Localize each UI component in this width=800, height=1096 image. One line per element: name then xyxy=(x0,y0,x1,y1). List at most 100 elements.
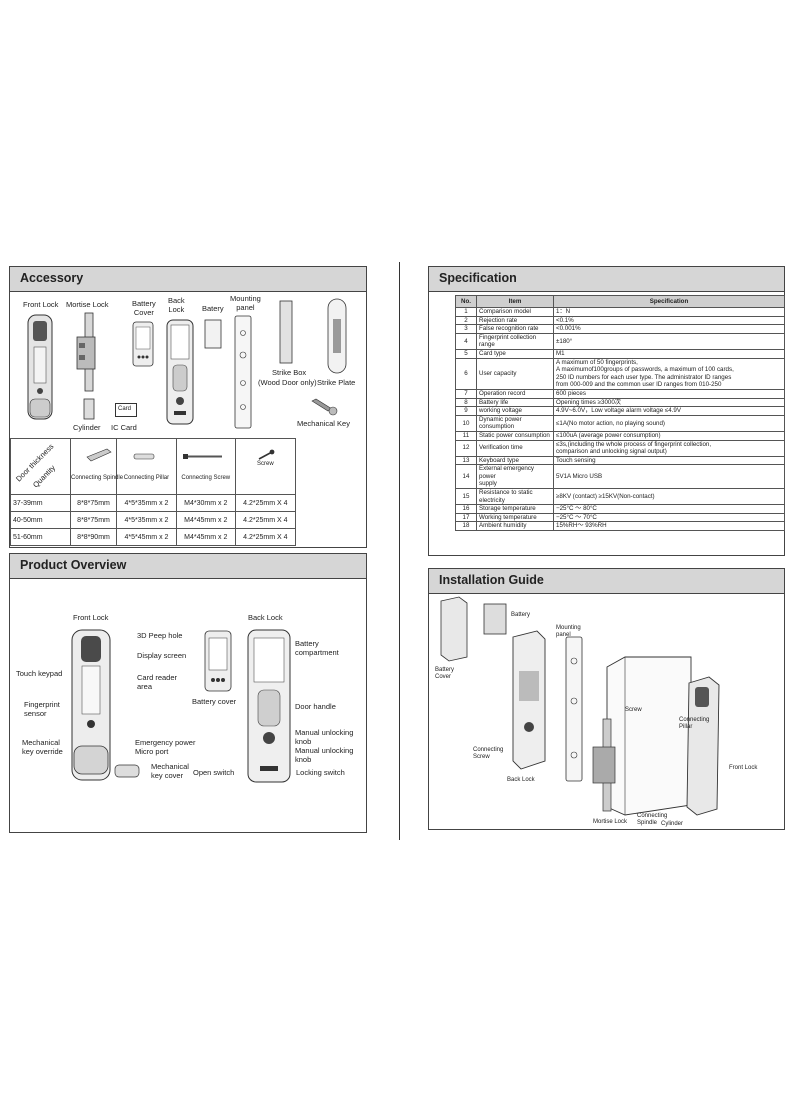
install-label-cylinder: Cylinder xyxy=(661,821,684,827)
table-cell: 14 xyxy=(455,464,477,490)
callout-display-screen: Display screen xyxy=(137,651,187,660)
card-image: Card xyxy=(115,403,137,417)
table-cell: External emergency power supply xyxy=(476,464,554,490)
table-cell: 4*5*45mm x 2 xyxy=(116,528,177,546)
mortise-lock-image xyxy=(76,312,96,392)
label-mechanical-key: Mechanical Key xyxy=(297,419,350,428)
label-back-lock: Back Lock xyxy=(168,296,185,314)
label-connecting-spindle: Connecting Spindle xyxy=(71,475,124,481)
table-cell: Verification time xyxy=(476,439,554,457)
page-divider xyxy=(399,262,400,840)
table-row: 37-39mm 8*8*75mm 4*5*35mm x 2 M4*30mm x … xyxy=(10,494,297,512)
callout-peep-hole: 3D Peep hole xyxy=(137,631,183,640)
table-cell: 18 xyxy=(455,521,477,532)
table-cell: 4.2*25mm X 4 xyxy=(234,528,297,546)
front-lock-drawing xyxy=(71,629,111,781)
table-cell: ≤3s,(including the whole process of fing… xyxy=(553,439,785,457)
table-cell: 2 xyxy=(455,315,477,326)
install-label-mounting-panel: Mounting panel xyxy=(556,625,581,638)
table-cell: M4*45mm x 2 xyxy=(175,511,236,529)
batery-image xyxy=(204,319,222,349)
table-cell: User capacity xyxy=(476,357,554,390)
strike-plate-image xyxy=(327,298,347,374)
table-cell: 15%RH～ 93%RH xyxy=(553,521,785,532)
key-cover-drawing xyxy=(114,764,140,778)
callout-door-handle: Door handle xyxy=(295,702,336,711)
table-cell: 10 xyxy=(455,414,477,432)
table-cell: 4*5*35mm x 2 xyxy=(116,494,177,512)
table-cell: Keyboard type xyxy=(476,455,554,466)
table-cell: Opening times ≥3000次 xyxy=(553,397,785,408)
label-strike-plate: Strike Plate xyxy=(317,378,356,387)
table-cell: Battery life xyxy=(476,397,554,408)
label-connecting-pillar: Connecting Pillar xyxy=(123,475,170,481)
spindle-icon xyxy=(86,448,112,462)
table-cell: working voltage xyxy=(476,406,554,416)
col-connecting-pillar: Connecting Pillar xyxy=(116,438,177,495)
table-cell: 13 xyxy=(455,455,477,466)
battery-cover-image xyxy=(132,321,154,367)
callout-battery-cover: Battery cover xyxy=(192,697,237,706)
back-lock-drawing xyxy=(247,629,291,783)
install-door xyxy=(606,656,692,816)
callout-mechanical-override: Mechanical key override xyxy=(22,738,63,756)
callout-emergency-power: Emergency power Micro port xyxy=(135,738,196,756)
table-cell: Working temperature xyxy=(476,512,554,523)
table-cell: 1：N xyxy=(553,307,785,317)
table-cell: False recognition rate xyxy=(476,324,554,334)
table-cell: Comparison model xyxy=(476,307,554,317)
header-specification: Specification xyxy=(553,295,785,308)
table-cell: −25°C ～ 70°C xyxy=(553,512,785,523)
installation-panel: Installation Guide Battery Battery Cover… xyxy=(428,568,785,830)
label-card: Card xyxy=(118,406,132,412)
install-label-back-lock: Back Lock xyxy=(507,777,535,783)
label-front-lock: Front Lock xyxy=(23,300,59,309)
label-screw: Screw xyxy=(257,461,274,467)
table-cell: 8*8*90mm xyxy=(69,528,118,546)
mechanical-key-image xyxy=(311,398,338,416)
install-battery-cover xyxy=(440,596,468,662)
callout-locking-switch: Locking switch xyxy=(296,768,345,777)
table-cell: 6 xyxy=(455,357,477,390)
table-cell: Rejection rate xyxy=(476,315,554,326)
table-cell: 40-50mm xyxy=(10,511,71,529)
strike-box-image xyxy=(279,300,293,364)
overview-title: Product Overview xyxy=(20,558,127,572)
callout-mechanical-key-cover: Mechanical key cover xyxy=(151,762,189,780)
callout-manual-knob-1: Manual unlocking knob xyxy=(295,728,354,746)
table-cell: 51-60mm xyxy=(10,528,71,546)
table-cell: 8*8*75mm xyxy=(69,494,118,512)
table-cell: Fingerprint collection range xyxy=(476,332,554,350)
table-cell: Operation record xyxy=(476,388,554,399)
specification-header: Specification xyxy=(429,267,784,292)
table-cell: Touch sensing xyxy=(553,455,785,466)
table-cell: 9 xyxy=(455,406,477,416)
col-connecting-screw: Connecting Screw xyxy=(175,438,236,495)
table-cell: ≤1A(No motor action, no playing sound) xyxy=(553,414,785,432)
accessory-header: Accessory xyxy=(10,267,366,292)
table-cell: Storage temperature xyxy=(476,504,554,514)
accessory-title: Accessory xyxy=(20,271,84,285)
battery-cover-drawing xyxy=(204,630,232,692)
header-no: No. xyxy=(455,295,477,308)
label-front-lock: Front Lock xyxy=(73,613,109,622)
overview-panel: Product Overview Front Lock Back Lock 3D… xyxy=(9,553,367,833)
table-row: 51-60mm 8*8*90mm 4*5*45mm x 2 M4*45mm x … xyxy=(10,528,297,546)
install-label-connecting-spindle: Connecting Spindle xyxy=(637,813,668,826)
table-cell: Resistance to static electricity xyxy=(476,488,554,506)
table-cell: 4.2*25mm X 4 xyxy=(234,494,297,512)
pillar-icon xyxy=(133,453,155,460)
